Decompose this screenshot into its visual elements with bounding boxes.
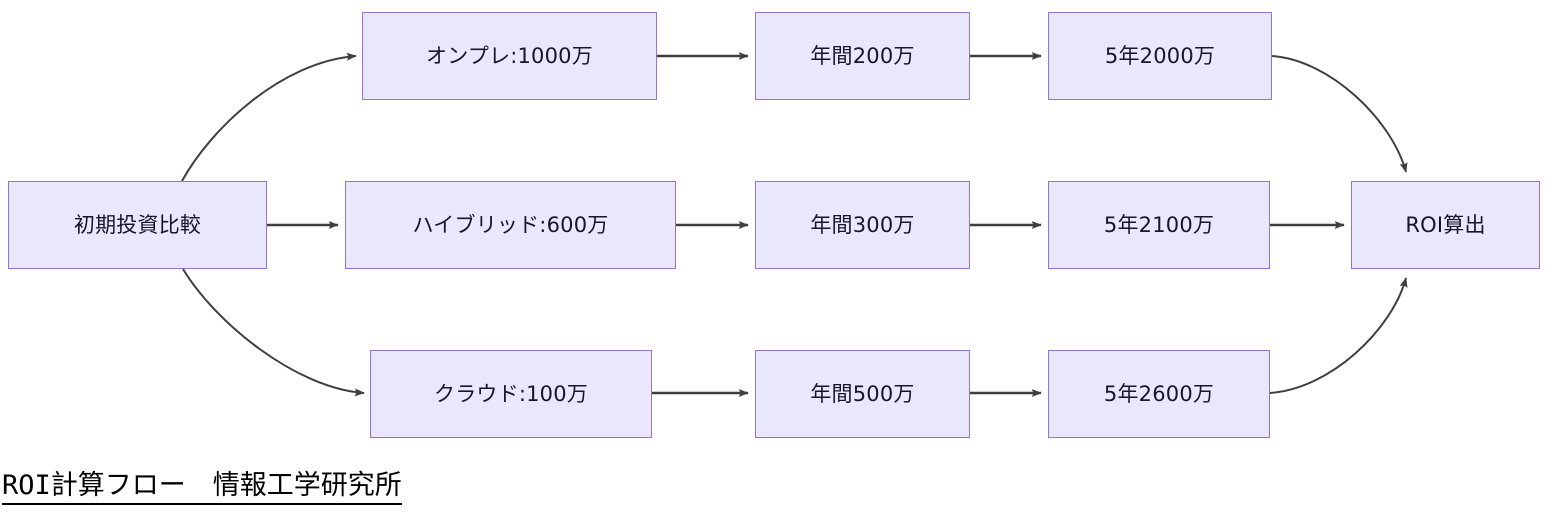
node-label-hybrid_year: 年間300万: [810, 212, 915, 237]
node-label-hybrid: ハイブリッド:600万: [412, 212, 609, 237]
node-label-onpre_5y: 5年2000万: [1104, 43, 1216, 68]
node-label-hybrid_5y: 5年2100万: [1103, 212, 1215, 237]
node-label-roi: ROI算出: [1405, 212, 1486, 237]
node-hybrid_year[interactable]: 年間300万: [755, 181, 970, 269]
node-label-start: 初期投資比較: [73, 212, 202, 237]
node-start[interactable]: 初期投資比較: [8, 181, 267, 269]
diagram-caption: ROI計算フロー 情報工学研究所: [2, 470, 402, 506]
node-label-cloud_5y: 5年2600万: [1103, 381, 1215, 406]
edge-start-cloud: [182, 268, 365, 397]
node-onpre[interactable]: オンプレ:1000万: [362, 12, 657, 100]
node-cloud_year[interactable]: 年間500万: [755, 350, 970, 438]
node-onpre_5y[interactable]: 5年2000万: [1048, 12, 1272, 100]
edge-cloud_5y-roi: [1269, 277, 1408, 394]
node-label-onpre_year: 年間200万: [810, 43, 915, 68]
node-roi[interactable]: ROI算出: [1351, 181, 1540, 269]
node-hybrid_5y[interactable]: 5年2100万: [1048, 181, 1270, 269]
node-hybrid[interactable]: ハイブリッド:600万: [345, 181, 676, 269]
node-label-onpre: オンプレ:1000万: [426, 43, 593, 68]
node-label-cloud: クラウド:100万: [434, 381, 588, 406]
node-cloud[interactable]: クラウド:100万: [370, 350, 652, 438]
edge-onpre_5y-roi: [1271, 55, 1408, 173]
node-label-cloud_year: 年間500万: [810, 381, 915, 406]
node-cloud_5y[interactable]: 5年2600万: [1048, 350, 1270, 438]
edge-start-onpre: [181, 52, 357, 182]
node-onpre_year[interactable]: 年間200万: [755, 12, 970, 100]
